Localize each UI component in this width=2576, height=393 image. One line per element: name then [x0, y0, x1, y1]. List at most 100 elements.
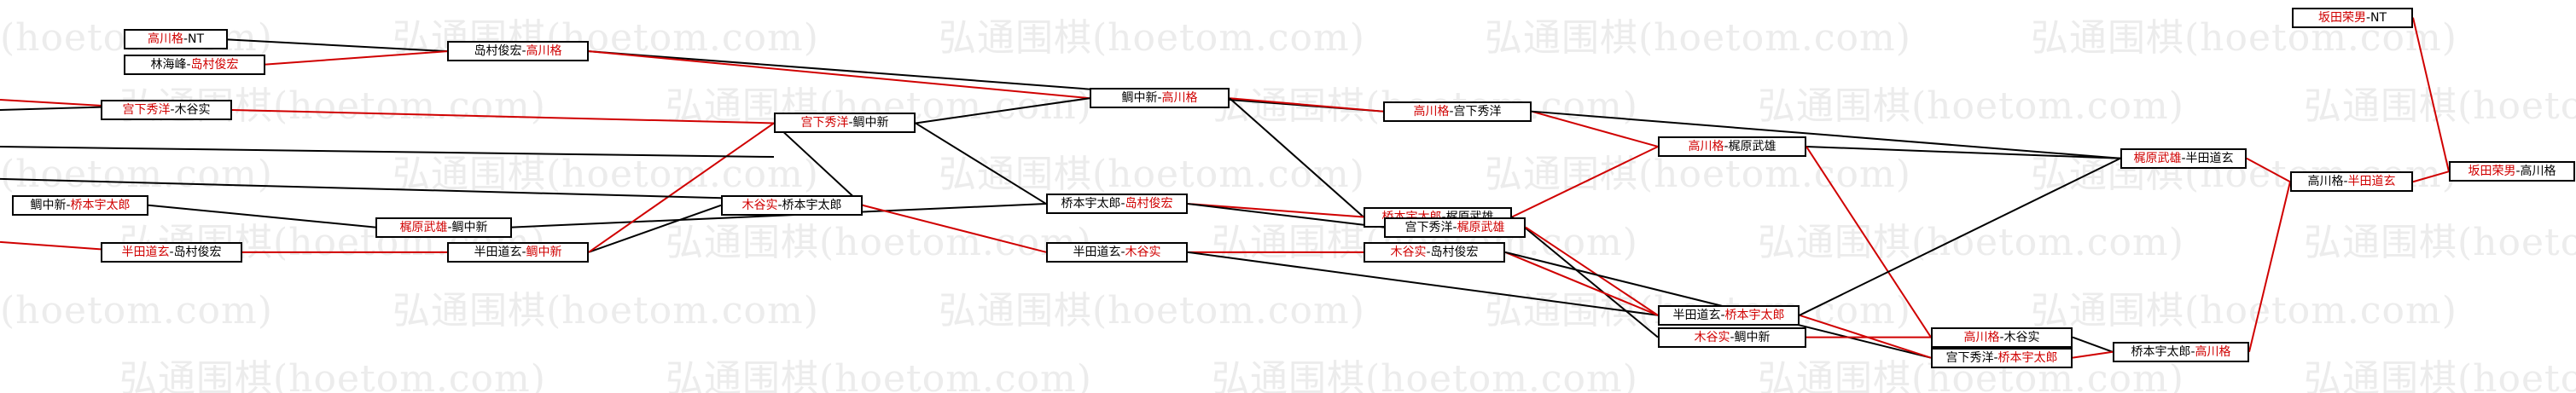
bracket-connector [2412, 17, 2450, 172]
separator: - [1426, 245, 1431, 259]
player-name: 桥本宇太郎 [2131, 344, 2191, 359]
player-name: 高川格 [2520, 165, 2556, 179]
player-name: 宫下秀洋 [1453, 104, 1502, 118]
match-box: 木谷实-鲷中新 [1658, 327, 1806, 348]
player-name: 鲷中新 [451, 220, 488, 234]
player-name: 岛村俊宏 [1430, 245, 1479, 259]
player-name: 高川格 [526, 44, 562, 59]
bracket-connector [2072, 336, 2114, 353]
bracket-connector [2246, 157, 2291, 183]
player-name: 木谷实 [174, 102, 211, 117]
separator: - [66, 198, 71, 212]
match-box: 木谷实-桥本宇太郎 [721, 194, 863, 216]
player-name: 木谷实 [1390, 245, 1427, 259]
player-name: 半田道玄 [1073, 245, 1121, 259]
bracket-connector [1806, 145, 2121, 159]
bracket-connector [2072, 350, 2114, 359]
separator: - [2365, 10, 2371, 25]
match-box: 桥本宇太郎-岛村俊宏 [1046, 194, 1188, 215]
player-name: 高川格 [147, 32, 183, 47]
player-name: 梶原武雄 [2133, 151, 2182, 165]
bracket-connector [0, 177, 722, 199]
player-name: 木谷实 [2003, 330, 2040, 344]
player-name: 半田道玄 [121, 245, 170, 259]
separator: - [1449, 104, 1454, 118]
player-name: 梶原武雄 [399, 220, 448, 234]
player-name: 坂田荣男 [2317, 10, 2366, 25]
match-box: 林海峰-岛村俊宏 [124, 54, 265, 75]
match-box: 梶原武雄-半田道玄 [2120, 147, 2247, 169]
player-name: 岛村俊宏 [1125, 197, 1173, 211]
match-box: 半田道玄-木谷实 [1046, 241, 1188, 263]
bracket-connector [773, 122, 864, 206]
player-name: 宫下秀洋 [800, 116, 849, 130]
match-box: 高川格-宫下秀洋 [1383, 101, 1532, 122]
player-name: 梶原武雄 [1728, 139, 1776, 153]
player-name: 桥本宇太郎 [70, 198, 131, 212]
bracket-connector [915, 97, 1090, 124]
bracket-connector [231, 108, 775, 124]
player-name: 桥本宇太郎 [1997, 350, 2058, 365]
bracket-connector [1511, 216, 1659, 338]
match-box: 梶原武雄-鲷中新 [375, 217, 512, 238]
bracket-connector [2412, 170, 2450, 183]
bracket-connector [1229, 97, 1364, 218]
player-name: 宫下秀洋 [1404, 220, 1453, 234]
player-name: 鲷中新 [852, 116, 889, 130]
bracket-connector [588, 50, 1090, 100]
separator: - [521, 245, 526, 259]
player-name: 桥本宇太郎 [782, 198, 842, 212]
separator: - [1720, 308, 1725, 322]
separator: - [2343, 175, 2348, 189]
player-name: 桥本宇太郎 [1061, 197, 1121, 211]
player-name: 岛村俊宏 [190, 57, 239, 72]
player-name: 宫下秀洋 [122, 102, 171, 117]
player-name: 半田道玄 [1672, 308, 1721, 322]
bracket-connector [2248, 182, 2291, 353]
player-name: 鲷中新 [30, 198, 67, 212]
bracket-connector [915, 122, 1047, 205]
bracket-connector [0, 106, 102, 112]
match-box: 半田道玄-桥本宇太郎 [1658, 304, 1800, 326]
player-name: 鲷中新 [1734, 330, 1771, 344]
bracket-connector [1504, 251, 1932, 359]
separator: - [2181, 151, 2186, 165]
separator: - [2190, 344, 2195, 359]
match-box: 半田道玄-鲷中新 [447, 241, 589, 263]
bracket-connector [227, 38, 448, 53]
match-box: 半田道玄-岛村俊宏 [101, 241, 242, 263]
bracket-connector [0, 98, 102, 107]
bracket-connector [1187, 203, 1385, 228]
player-name: NT [2370, 10, 2387, 25]
bracket-connector [0, 146, 775, 159]
bracket-connector [1806, 146, 1932, 338]
player-name: 半田道玄 [2347, 175, 2396, 189]
bracket-connector [588, 122, 775, 253]
player-name: 高川格 [2307, 175, 2344, 189]
match-box: 鲷中新-高川格 [1090, 88, 1230, 109]
match-box: 高川格-木谷实 [1931, 327, 2073, 348]
match-box: 宫下秀洋-梶原武雄 [1384, 217, 1526, 238]
bracket-connector [511, 203, 1047, 228]
separator: - [1157, 91, 1162, 106]
match-box: 宫下秀洋-木谷实 [101, 99, 232, 120]
match-box: 宫下秀洋-鲷中新 [774, 113, 916, 134]
bracket-connector [862, 204, 1047, 253]
player-name: NT [188, 32, 205, 47]
match-box: 桥本宇太郎-高川格 [2113, 341, 2249, 362]
separator: - [170, 102, 175, 117]
player-name: 木谷实 [741, 198, 778, 212]
bracket-connector [1531, 110, 1659, 147]
player-name: 半田道玄 [474, 245, 522, 259]
separator: - [848, 116, 853, 130]
player-name: 高川格 [1161, 91, 1198, 106]
separator: - [1999, 330, 2004, 344]
player-name: 木谷实 [1125, 245, 1161, 259]
match-box: 高川格-半田道玄 [2290, 171, 2413, 193]
separator: - [169, 245, 174, 259]
bracket-connector [265, 50, 448, 66]
match-box: 木谷实-岛村俊宏 [1364, 241, 1505, 263]
bracket-connector [1187, 251, 1659, 316]
player-name: 岛村俊宏 [173, 245, 222, 259]
match-box: 高川格-NT [124, 29, 228, 50]
